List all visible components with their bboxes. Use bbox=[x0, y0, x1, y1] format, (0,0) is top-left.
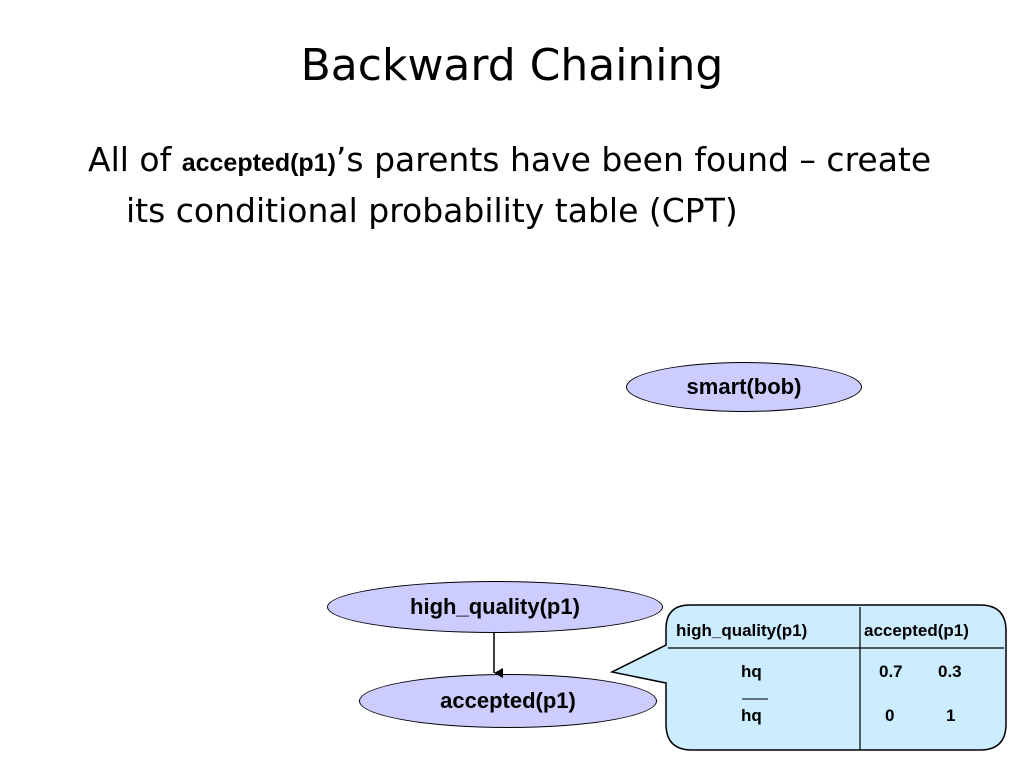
node-accepted-p1[interactable]: accepted(p1) bbox=[359, 674, 657, 728]
bullet-term: accepted(p1) bbox=[181, 149, 336, 177]
node-high-quality-p1[interactable]: high_quality(p1) bbox=[327, 581, 663, 633]
cpt-header-child: accepted(p1) bbox=[864, 621, 969, 640]
cpt-header-parent: high_quality(p1) bbox=[676, 621, 808, 640]
cpt-row-1-p-false: 0.3 bbox=[938, 662, 962, 681]
bullet-text: All of accepted(p1)’s parents have been … bbox=[88, 136, 946, 234]
node-high-quality-p1-label: high_quality(p1) bbox=[410, 594, 580, 619]
cpt-row-2-p-true: 0 bbox=[885, 706, 895, 725]
bullet-prefix: All of bbox=[88, 140, 182, 179]
cpt-row-2-label: hq bbox=[741, 706, 762, 725]
cpt-row-2-p-false: 1 bbox=[946, 706, 956, 725]
slide-title: Backward Chaining bbox=[300, 40, 724, 91]
bullet-suffix: ’s parents have been found – create its … bbox=[126, 140, 932, 230]
node-smart-bob[interactable]: smart(bob) bbox=[626, 362, 862, 412]
node-smart-bob-label: smart(bob) bbox=[686, 374, 802, 399]
node-accepted-p1-label: accepted(p1) bbox=[440, 688, 576, 713]
cpt-row-1-label: hq bbox=[741, 662, 762, 681]
cpt-row-1-p-true: 0.7 bbox=[879, 662, 903, 681]
